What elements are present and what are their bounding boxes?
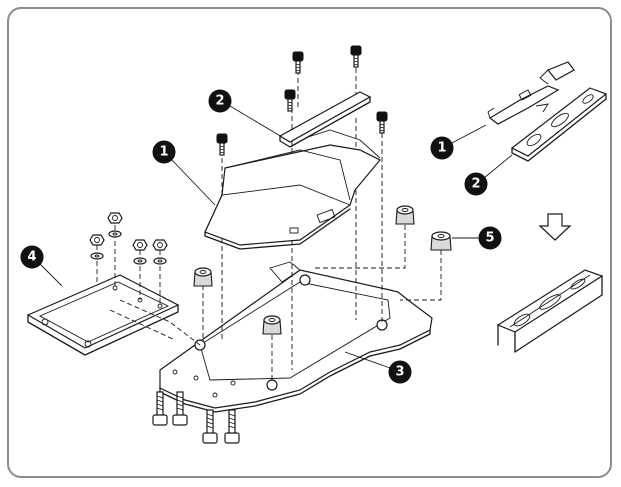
callout-1-inset: 1: [430, 136, 454, 160]
svg-text:4: 4: [27, 250, 36, 265]
clamp-bar: [278, 91, 372, 148]
inset-assembled-part: [496, 269, 604, 353]
screw: [284, 89, 296, 112]
callout-1-main: 1: [152, 140, 176, 164]
screw: [216, 133, 228, 156]
svg-text:1: 1: [437, 141, 446, 156]
down-arrow-icon: [538, 213, 572, 241]
diagram-frame: [7, 7, 612, 478]
top-screws: [216, 45, 388, 156]
base-plate: [159, 261, 433, 413]
svg-text:1: 1: [159, 145, 168, 160]
callout-2-inset: 2: [464, 172, 488, 196]
callout-4-main: 4: [20, 245, 44, 269]
side-plate: [26, 274, 180, 356]
svg-text:5: 5: [485, 231, 494, 246]
nuts-and-washers: [89, 212, 168, 265]
screw: [350, 45, 362, 68]
rubber-spacers: [193, 205, 452, 335]
svg-text:2: 2: [471, 177, 480, 192]
callout-5-main: 5: [478, 226, 502, 250]
svg-text:3: 3: [395, 365, 404, 380]
svg-text:2: 2: [215, 94, 224, 109]
screw: [376, 111, 388, 134]
leader-lines: [37, 105, 513, 369]
screw: [292, 51, 304, 74]
inset-exploded-parts: [487, 61, 608, 162]
cover-plate: [204, 129, 381, 250]
callout-3-main: 3: [388, 360, 412, 384]
bottom-bolts: [152, 391, 240, 444]
callout-2-main: 2: [208, 89, 232, 113]
